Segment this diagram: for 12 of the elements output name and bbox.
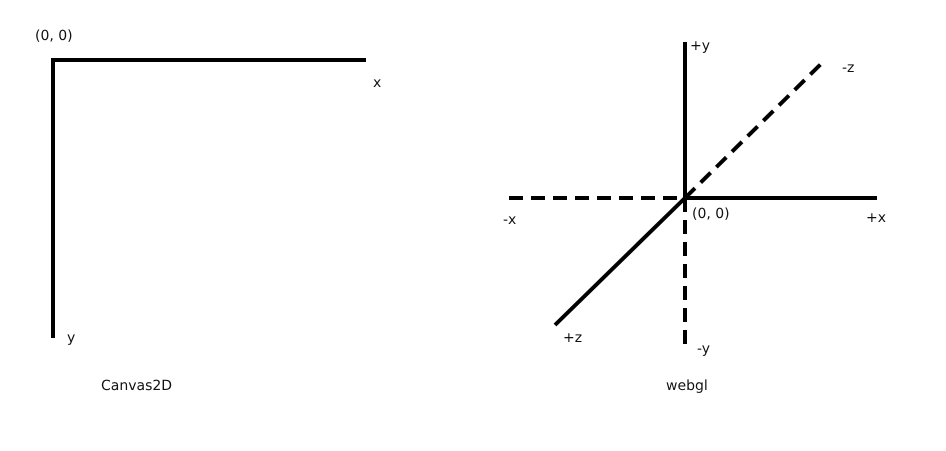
origin-label: (0, 0) bbox=[35, 29, 73, 43]
axis-label: -y bbox=[697, 342, 710, 356]
axis-label: +x bbox=[866, 211, 886, 225]
origin-label: (0, 0) bbox=[692, 207, 730, 221]
caption: Canvas2D bbox=[101, 379, 172, 393]
caption: webgl bbox=[666, 379, 708, 393]
axis-label: -z bbox=[842, 61, 854, 75]
axis-label: x bbox=[373, 76, 382, 90]
axis-label: y bbox=[67, 331, 76, 345]
axis-label: +y bbox=[690, 39, 710, 53]
axis-label: +z bbox=[563, 331, 582, 345]
axis-label: -x bbox=[503, 213, 516, 227]
